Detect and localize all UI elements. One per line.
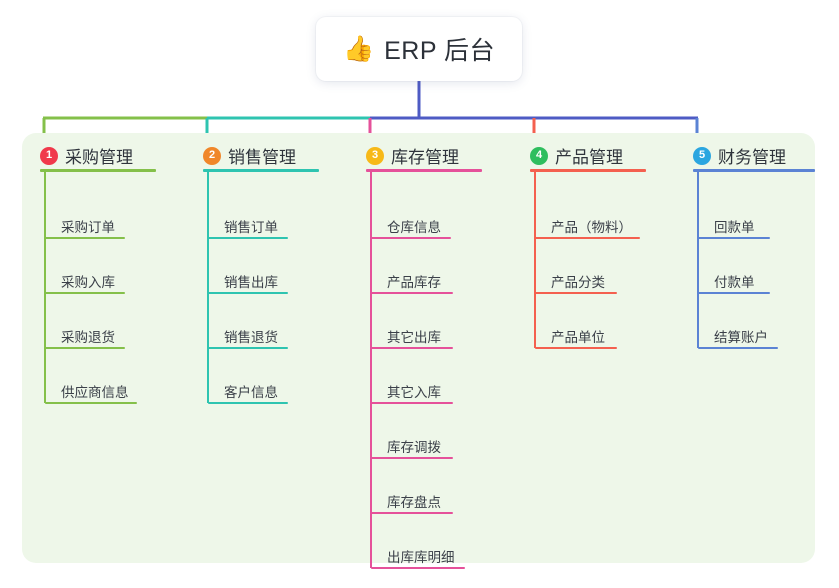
leaf-rule xyxy=(371,347,453,349)
leaf-label[interactable]: 采购入库 xyxy=(61,275,115,290)
leaf-rule xyxy=(371,292,453,294)
leaf-label[interactable]: 销售退货 xyxy=(224,330,278,345)
leaf-label[interactable]: 仓库信息 xyxy=(387,220,441,235)
thumbs-up-icon: 👍 xyxy=(342,34,375,63)
branch-spine xyxy=(370,171,372,568)
branch-title: 库存管理 xyxy=(391,148,459,167)
leaf-rule xyxy=(371,567,465,569)
leaf-rule xyxy=(208,347,288,349)
branch-header-rule xyxy=(40,169,156,172)
leaf-rule xyxy=(371,237,451,239)
leaf-label[interactable]: 其它出库 xyxy=(387,330,441,345)
leaf-rule xyxy=(45,402,137,404)
leaf-rule xyxy=(698,237,770,239)
leaf-rule xyxy=(371,512,453,514)
branches-panel: 1 采购管理采购订单采购入库采购退货供应商信息 2 销售管理销售订单销售出库销售退货客… xyxy=(22,133,815,569)
branch-number-badge: 5 xyxy=(693,146,711,165)
leaf-rule xyxy=(535,237,640,239)
leaf-rule xyxy=(698,292,770,294)
leaf-label[interactable]: 产品库存 xyxy=(387,275,441,290)
branch-number-badge: 3 xyxy=(366,146,384,165)
branch-title: 财务管理 xyxy=(718,148,786,167)
leaf-rule xyxy=(208,402,288,404)
leaf-rule xyxy=(371,457,453,459)
branch-header-1[interactable]: 1 采购管理 xyxy=(40,143,133,168)
branch-header-2[interactable]: 2 销售管理 xyxy=(203,143,296,168)
branch-title: 销售管理 xyxy=(228,148,296,167)
leaf-label[interactable]: 付款单 xyxy=(714,275,755,290)
leaf-rule xyxy=(45,292,125,294)
leaf-rule xyxy=(45,347,125,349)
branch-number-badge: 2 xyxy=(203,146,221,165)
branch-spine xyxy=(44,171,46,403)
leaf-label[interactable]: 产品单位 xyxy=(551,330,605,345)
leaf-rule xyxy=(208,292,288,294)
branch-number-badge: 1 xyxy=(40,146,58,165)
leaf-rule xyxy=(45,237,125,239)
leaf-rule xyxy=(535,292,617,294)
leaf-label[interactable]: 回款单 xyxy=(714,220,755,235)
branch-title: 产品管理 xyxy=(555,148,623,167)
branch-title: 采购管理 xyxy=(65,148,133,167)
branch-header-rule xyxy=(693,169,815,172)
leaf-rule xyxy=(535,347,617,349)
leaf-label[interactable]: 销售出库 xyxy=(224,275,278,290)
branch-number-badge: 4 xyxy=(530,146,548,165)
leaf-rule xyxy=(698,347,778,349)
branch-spine xyxy=(697,171,699,348)
leaf-label[interactable]: 采购退货 xyxy=(61,330,115,345)
branch-spine xyxy=(534,171,536,348)
leaf-label[interactable]: 产品（物料） xyxy=(551,220,632,235)
leaf-label[interactable]: 客户信息 xyxy=(224,385,278,400)
leaf-label[interactable]: 结算账户 xyxy=(714,330,768,345)
leaf-label[interactable]: 库存盘点 xyxy=(387,495,441,510)
leaf-label[interactable]: 其它入库 xyxy=(387,385,441,400)
leaf-label[interactable]: 库存调拨 xyxy=(387,440,441,455)
leaf-label[interactable]: 产品分类 xyxy=(551,275,605,290)
branch-spine xyxy=(207,171,209,403)
leaf-rule xyxy=(208,237,288,239)
branch-header-3[interactable]: 3 库存管理 xyxy=(366,143,459,168)
root-label: ERP 后台 xyxy=(384,37,496,65)
branch-header-rule xyxy=(366,169,482,172)
leaf-rule xyxy=(371,402,453,404)
leaf-label[interactable]: 销售订单 xyxy=(224,220,278,235)
branch-header-5[interactable]: 5 财务管理 xyxy=(693,143,786,168)
leaf-label[interactable]: 供应商信息 xyxy=(61,385,129,400)
leaf-label[interactable]: 出库库明细 xyxy=(387,550,455,565)
branch-header-rule xyxy=(203,169,319,172)
leaf-label[interactable]: 采购订单 xyxy=(61,220,115,235)
branch-header-rule xyxy=(530,169,646,172)
root-node[interactable]: 👍 ERP 后台 xyxy=(316,17,522,81)
branch-header-4[interactable]: 4 产品管理 xyxy=(530,143,623,168)
